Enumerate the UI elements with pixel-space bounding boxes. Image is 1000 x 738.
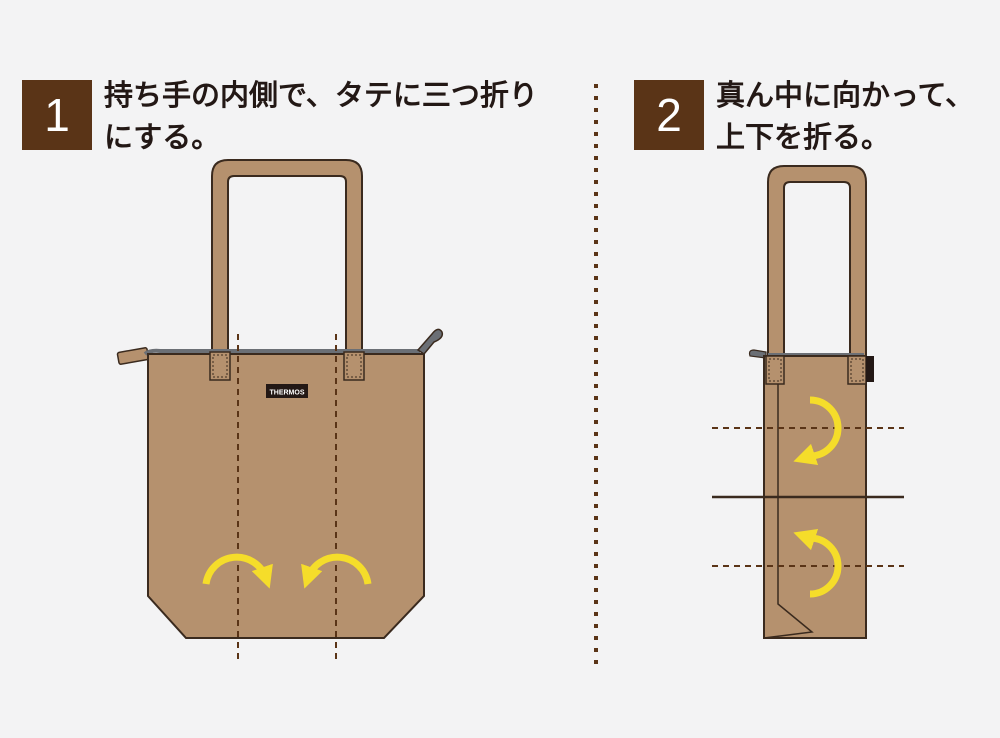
step-1-number-badge: 1 (22, 80, 92, 150)
step-1-handle-tab-right (343, 351, 365, 381)
step-2-zipper-pull (748, 349, 767, 359)
step-2-fold-arrow-bottom (793, 528, 842, 598)
step-2-fold-arrow-top (793, 396, 842, 466)
step-1-fold-arrow-left (202, 553, 273, 589)
step-2-instruction-line-1: 真ん中に向かって、 (716, 78, 975, 112)
step-1-zipper-pull (416, 328, 444, 355)
step-1-handle-tab-left (209, 351, 231, 381)
step-2-handle (767, 165, 867, 357)
step-1-zipper (143, 348, 420, 356)
step-2-side-fold-edge (763, 356, 814, 639)
step-1-handle (211, 159, 363, 353)
step-2-instruction-line-2: 上下を折る。 (716, 120, 891, 154)
step-1-instruction-line-1: 持ち手の内側で、タテに三つ折り (104, 78, 538, 112)
step-1-fold-arrow-right (301, 553, 372, 589)
step-1-instruction: 持ち手の内側で、タテに三つ折り にする。 (104, 74, 538, 158)
step-1-tote-bag: THERMOS (116, 159, 444, 660)
step-1-brand-label-text: THERMOS (270, 390, 305, 397)
step-2-folded-bag (712, 165, 904, 639)
step-1-zipper-tab (116, 347, 150, 365)
step-2-instruction: 真ん中に向かって、 上下を折る。 (716, 74, 974, 158)
step-1-brand-label: THERMOS (266, 384, 308, 398)
step-2-number-badge: 2 (634, 80, 704, 150)
step-1-instruction-line-2: にする。 (104, 120, 221, 154)
step-2-side-label (866, 356, 874, 382)
